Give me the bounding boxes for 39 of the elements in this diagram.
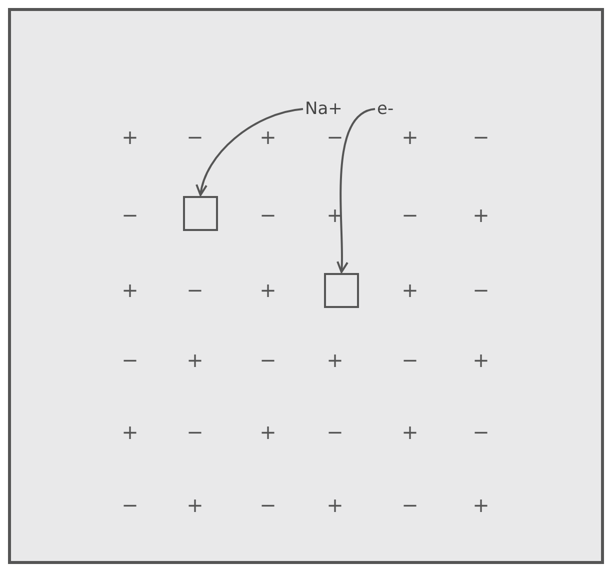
charge-sign: − xyxy=(472,420,490,444)
vacancy-box xyxy=(324,273,359,308)
ion-label: Na+ xyxy=(305,99,342,119)
charge-sign: − xyxy=(120,348,140,372)
charge-sign: − xyxy=(472,125,490,149)
vacancy-box xyxy=(183,196,218,231)
charge-sign: − xyxy=(120,493,140,517)
charge-sign: + xyxy=(120,278,140,302)
charge-sign: + xyxy=(326,493,344,517)
charge-sign: − xyxy=(120,203,140,227)
charge-sign: + xyxy=(186,348,204,372)
charge-sign: − xyxy=(326,420,344,444)
charge-sign: − xyxy=(258,203,278,227)
charge-sign: + xyxy=(472,493,490,517)
charge-sign: + xyxy=(258,420,278,444)
ion-label: e- xyxy=(377,99,394,119)
charge-sign: + xyxy=(258,125,278,149)
charge-sign: − xyxy=(258,493,278,517)
charge-sign: + xyxy=(400,420,420,444)
charge-sign: + xyxy=(472,203,490,227)
charge-sign: − xyxy=(400,348,420,372)
charge-sign: − xyxy=(400,493,420,517)
arrow xyxy=(196,108,304,196)
charge-sign: − xyxy=(400,203,420,227)
charge-sign: + xyxy=(400,278,420,302)
charge-sign: − xyxy=(186,125,204,149)
charge-sign: − xyxy=(186,278,204,302)
charge-sign: − xyxy=(472,278,490,302)
charge-sign: − xyxy=(186,420,204,444)
charge-sign: + xyxy=(258,278,278,302)
arrow xyxy=(336,108,376,273)
charge-sign: + xyxy=(120,420,140,444)
charge-sign: + xyxy=(120,125,140,149)
charge-sign: − xyxy=(326,125,344,149)
charge-sign: + xyxy=(326,348,344,372)
charge-sign: + xyxy=(186,493,204,517)
charge-sign: − xyxy=(258,348,278,372)
charge-sign: + xyxy=(400,125,420,149)
charge-sign: + xyxy=(472,348,490,372)
